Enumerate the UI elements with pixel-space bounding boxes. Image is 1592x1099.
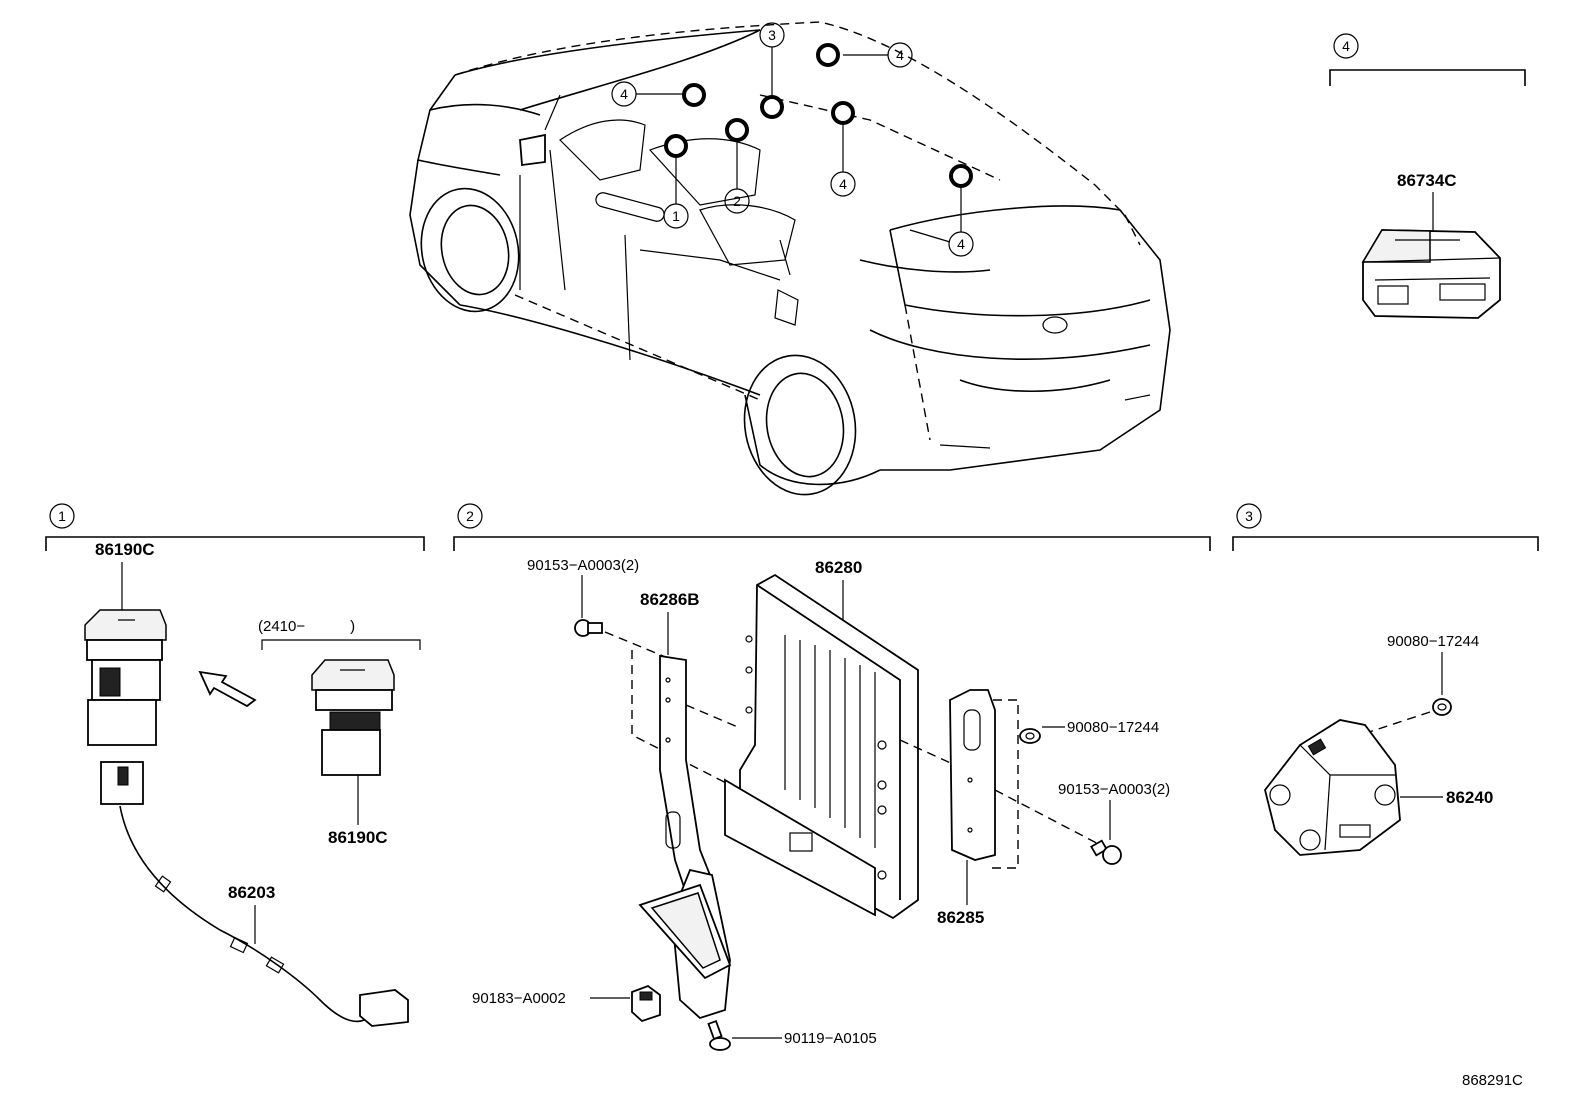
callout-4: 4 xyxy=(896,47,904,63)
location-ring xyxy=(760,95,784,119)
part-label-90080-17244: 90080−17244 xyxy=(1067,719,1159,736)
callout-3: 3 xyxy=(768,27,776,43)
part-90080-nut-s3 xyxy=(1432,698,1452,716)
section-1: 1 86190C (2410− ) 86190C xyxy=(45,503,425,1027)
location-markers xyxy=(664,43,973,188)
vehicle-callouts: 3 4 4 4 2 1 4 xyxy=(611,22,974,257)
part-86286b-bracket xyxy=(638,654,732,1020)
part-90119-screw xyxy=(707,1019,731,1051)
section-4: 4 86734C xyxy=(1329,33,1526,319)
callout-4: 4 xyxy=(957,236,965,252)
section-callout-3: 3 xyxy=(1245,508,1253,524)
part-90183-clip xyxy=(631,984,661,1023)
part-label-90080-17244-s3: 90080−17244 xyxy=(1387,633,1479,650)
callout-1: 1 xyxy=(672,208,680,224)
callout-4: 4 xyxy=(620,86,628,102)
part-86240-module xyxy=(1264,719,1401,856)
part-label-86280: 86280 xyxy=(815,558,862,577)
location-ring xyxy=(831,101,855,125)
part-90153-bolt-right xyxy=(1090,839,1122,865)
part-label-90153-a0003: 90153−A0003(2) xyxy=(527,557,639,574)
location-ring xyxy=(725,118,749,142)
callout-leaders xyxy=(636,47,962,232)
part-label-86286b: 86286B xyxy=(640,590,700,609)
diagram-code: 868291C xyxy=(1462,1072,1523,1089)
part-86190c-switch-variant xyxy=(311,659,395,776)
part-label-86190c-variant: 86190C xyxy=(328,828,388,847)
section-2: 2 90153−A0003(2) 86286B 86280 xyxy=(453,503,1211,1051)
part-label-90153-a0003-right: 90153−A0003(2) xyxy=(1058,781,1170,798)
callout-4: 4 xyxy=(839,176,847,192)
part-86280-amplifier xyxy=(724,573,919,920)
location-ring xyxy=(816,43,840,67)
callout-2: 2 xyxy=(733,193,741,209)
location-ring xyxy=(949,164,973,188)
arrow-icon xyxy=(198,670,257,708)
section-callout-2: 2 xyxy=(466,508,474,524)
section-bracket xyxy=(45,536,425,551)
part-label-90183-a0002: 90183−A0002 xyxy=(472,990,566,1007)
part-label-86285: 86285 xyxy=(937,908,984,927)
part-86190c-switch xyxy=(84,609,167,746)
part-label-90119-a0105: 90119−A0105 xyxy=(784,1030,877,1047)
section-callout-1: 1 xyxy=(58,508,66,524)
part-90080-nut xyxy=(1019,728,1041,744)
vehicle-illustration xyxy=(409,21,1171,496)
location-ring xyxy=(682,83,706,107)
section-callout-4: 4 xyxy=(1342,38,1350,54)
part-label-86240: 86240 xyxy=(1446,788,1493,807)
variant-note: (2410− ) xyxy=(258,618,355,635)
section-bracket xyxy=(1329,69,1526,86)
section-bracket xyxy=(453,536,1211,551)
part-86285-bracket xyxy=(949,689,996,861)
section-bracket xyxy=(1232,536,1539,551)
part-label-86734c: 86734C xyxy=(1397,171,1457,190)
section-3: 3 90080−17244 86240 xyxy=(1232,503,1539,856)
part-86203-harness xyxy=(100,761,409,1027)
location-ring xyxy=(664,134,688,158)
part-90153-bolt xyxy=(574,619,603,637)
part-label-86190c: 86190C xyxy=(95,540,155,559)
part-86734c xyxy=(1361,229,1501,319)
variant-bracket xyxy=(261,639,421,650)
part-label-86203: 86203 xyxy=(228,883,275,902)
